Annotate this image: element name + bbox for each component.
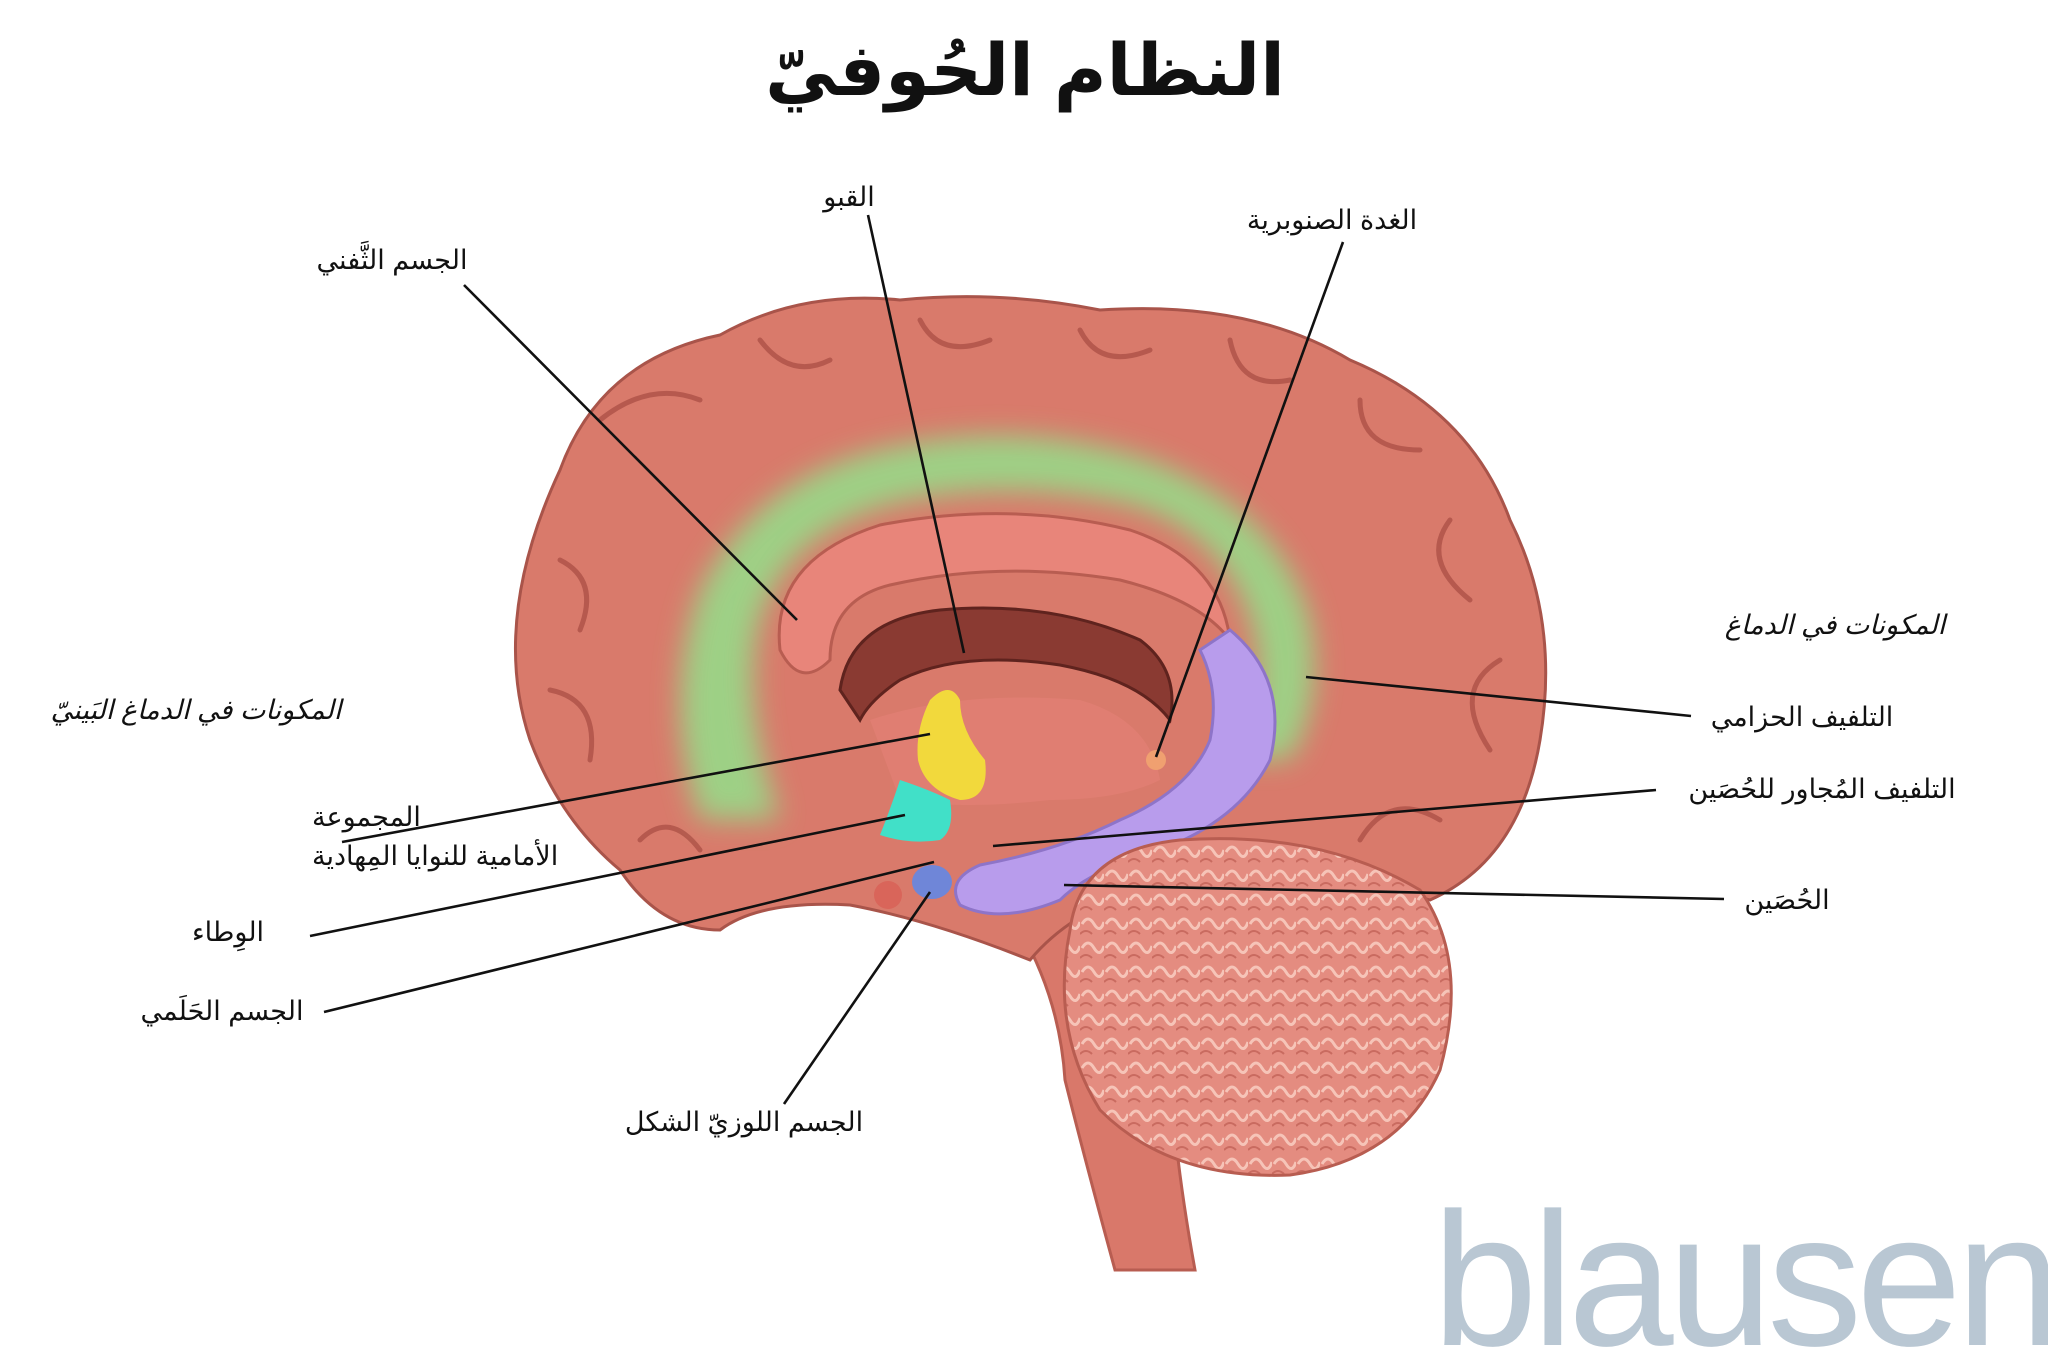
label-corpus-callosum: الجسم الثَّفني — [317, 240, 468, 276]
label-cingulate-gyrus: التلفيف الحزامي — [1711, 702, 1894, 733]
hypothalamus — [880, 780, 952, 842]
label-parahippocampal-gyrus: التلفيف المُجاور للحُصَين — [1688, 774, 1955, 805]
section-heading-brain: المكونات في الدماغ — [1725, 610, 1949, 641]
label-pineal-gland: الغدة الصنوبرية — [1247, 205, 1417, 236]
leader-amygdala — [782, 891, 932, 1105]
label-mammillary-body: الجسم الحَلَمي — [141, 994, 304, 1027]
leader-fornix — [866, 214, 966, 654]
diagram-title: النظام الحُوفيّ — [765, 31, 1285, 113]
gyri — [547, 317, 1503, 853]
leader-lines — [309, 214, 1725, 1105]
leader-pineal-gland — [1154, 241, 1345, 758]
corpus-callosum — [777, 512, 1233, 675]
label-hypothalamus: الوِطاء — [192, 917, 264, 952]
leader-mammillary-body — [323, 860, 935, 1014]
mammillary-body — [874, 881, 902, 909]
section-heading-diencephalon: المكونات في الدماغ البَينيّ — [51, 695, 345, 726]
fornix — [838, 606, 1174, 724]
label-amygdala: الجسم اللوزيّ الشكل — [625, 1107, 863, 1138]
leader-parahippocampal-gyrus — [992, 788, 1657, 848]
cingulate-gyrus — [680, 435, 1315, 820]
pineal-gland — [1146, 750, 1166, 770]
leader-cingulate-gyrus — [1305, 675, 1692, 718]
blausen-logo: blausen — [1432, 1174, 2048, 1363]
label-fornix: القبو — [821, 182, 874, 213]
leader-anterior-thalamic-nuclei — [341, 732, 931, 844]
amygdala — [912, 865, 952, 899]
leader-hippocampus — [1063, 883, 1725, 901]
anterior-thalamic-nuclei — [917, 690, 986, 800]
label-hippocampus: الحُصَين — [1744, 885, 1829, 916]
label-anterior-thalamic-nuclei-line1: المجموعة — [312, 802, 421, 833]
cerebellum — [1062, 837, 1453, 1177]
leader-corpus-callosum — [463, 284, 798, 621]
leader-hypothalamus — [309, 813, 906, 938]
label-anterior-thalamic-nuclei-line2: الأمامية للنوايا المِهادية — [312, 838, 558, 872]
